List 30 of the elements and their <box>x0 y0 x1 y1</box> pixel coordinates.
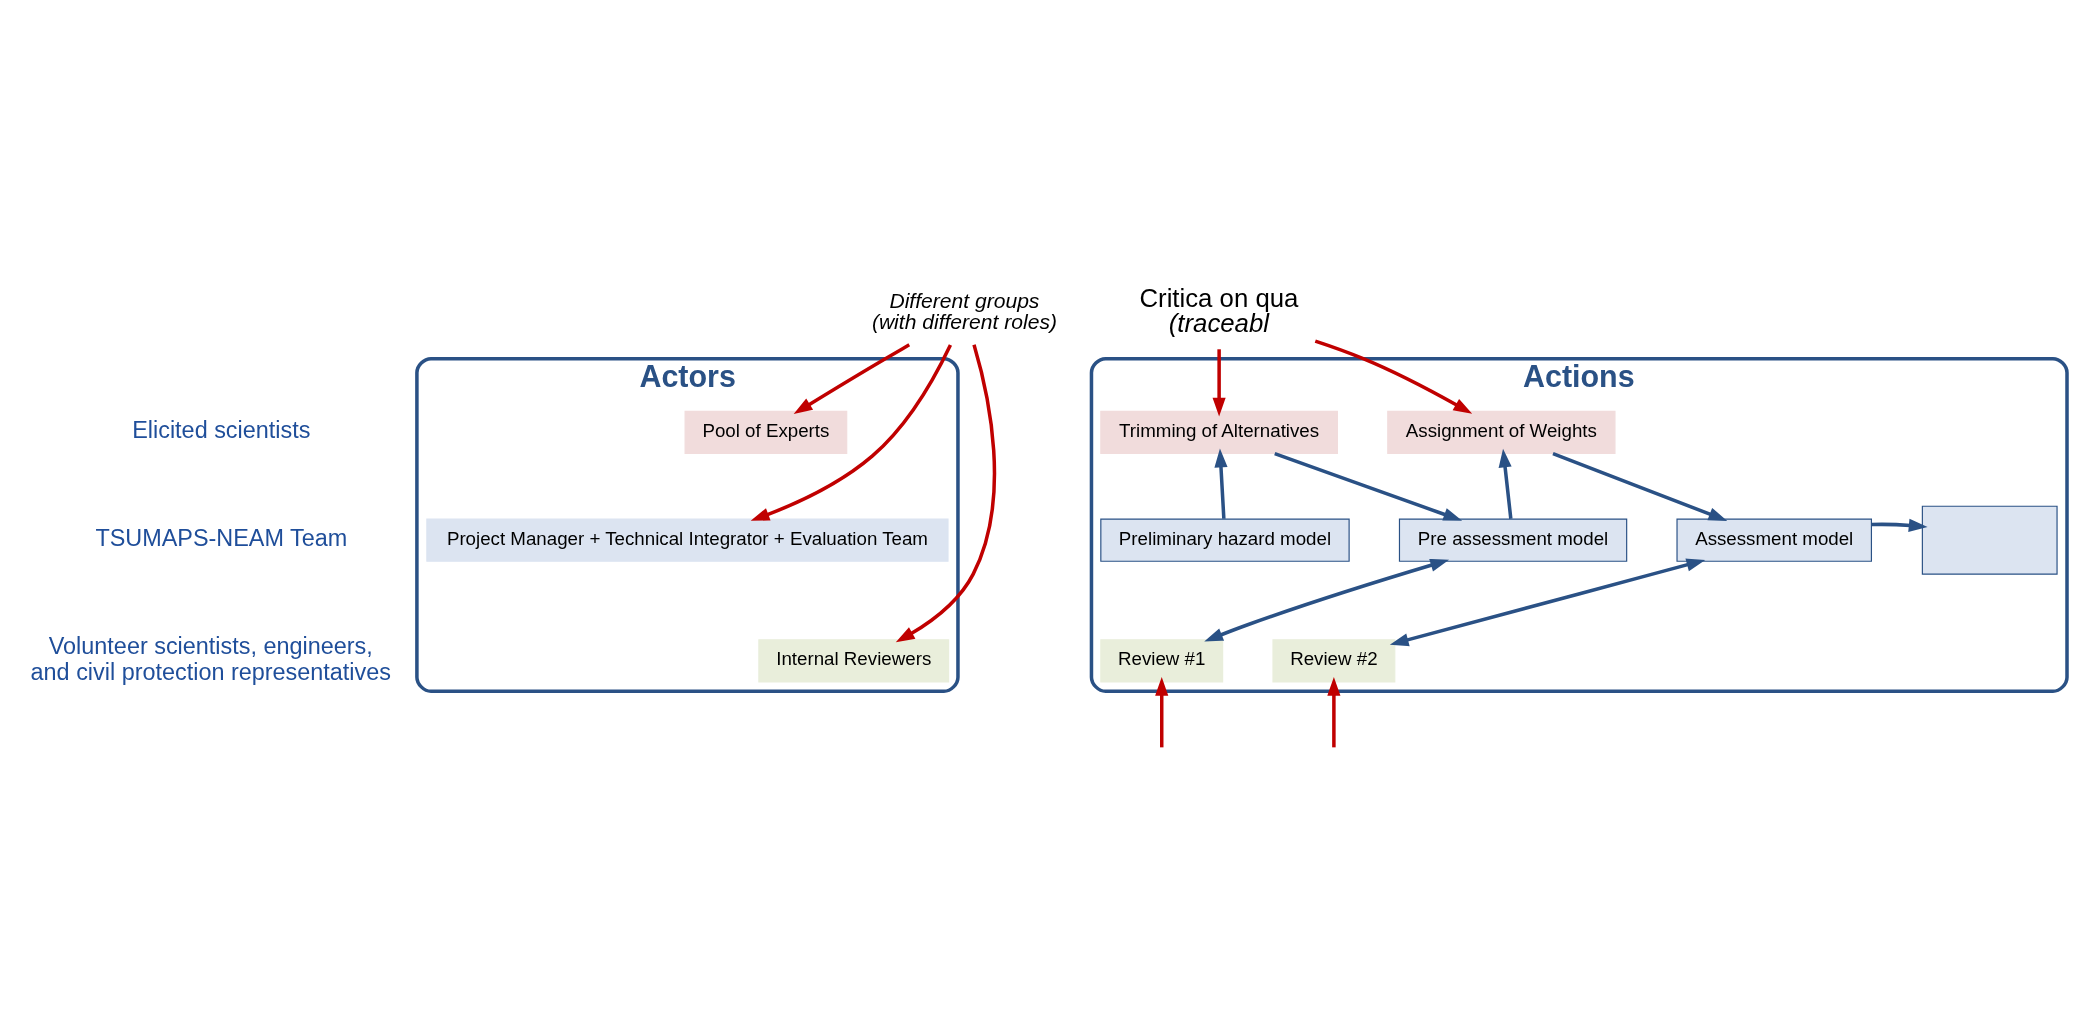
arrow <box>1552 451 1728 521</box>
node-box: Internal Reviewers <box>758 638 950 682</box>
node-box <box>1921 505 2058 575</box>
arrow <box>1389 557 1706 646</box>
arrow <box>1871 518 1928 532</box>
node-text: Critica on qua (traceabl <box>1139 283 1299 337</box>
arrow <box>1214 448 1228 519</box>
node-text: Different groups (with different roles) <box>871 288 1057 333</box>
arrow <box>895 343 997 642</box>
arrow <box>1498 448 1513 519</box>
arrow <box>750 343 953 521</box>
arrow <box>1155 676 1169 747</box>
node-box: Assessment model <box>1676 518 1872 562</box>
label: Elicited scientists <box>132 416 311 443</box>
label: TSUMAPS-NEAM Team <box>95 524 348 551</box>
node-box: Trimming of Alternatives <box>1100 410 1338 454</box>
node-box: Preliminary hazard model <box>1100 518 1350 562</box>
node-box: Review #1 <box>1100 638 1224 682</box>
node-box: Project Manager + Technical Integrator + Evaluation Team <box>426 518 949 562</box>
node-box: Review #2 <box>1272 638 1396 682</box>
arrow <box>1314 339 1473 414</box>
node-box: Assignment of Weights <box>1387 410 1616 454</box>
arrow <box>1204 558 1450 642</box>
node-box: Pool of Experts <box>684 410 848 454</box>
label: Volunteer scientists, engineers, and civil protection representatives <box>30 632 391 685</box>
arrow <box>793 342 911 414</box>
arrow <box>1327 676 1341 747</box>
arrow <box>1274 451 1463 521</box>
arrow <box>1212 348 1226 416</box>
node-box: Pre assessment model <box>1398 518 1628 562</box>
